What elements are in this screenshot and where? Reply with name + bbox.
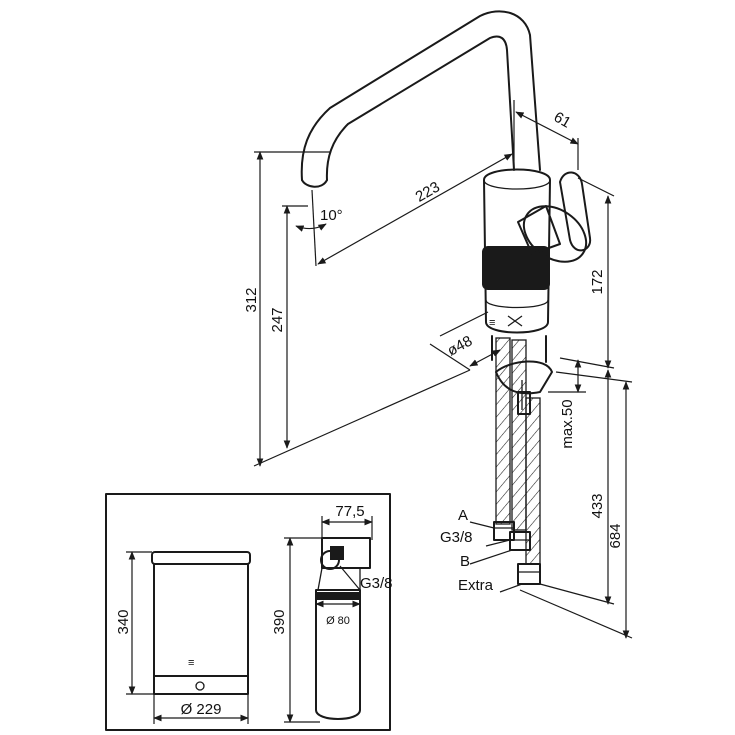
label-spout-angle: 10° bbox=[320, 207, 343, 224]
dimension-filter-height: 390 bbox=[271, 537, 322, 723]
dimension-body-height: 172 bbox=[559, 177, 615, 369]
label-height-spout: 247 bbox=[269, 307, 286, 332]
hose-b bbox=[511, 339, 527, 531]
connector-b bbox=[509, 531, 531, 551]
label-body-height: 172 bbox=[589, 269, 606, 294]
inset-frame bbox=[105, 493, 391, 731]
dimension-filter-thread: G3/8 bbox=[339, 565, 393, 592]
label-handle-offset: 61 bbox=[551, 109, 574, 132]
inset-panel: ≡ 340 Ø 229 77,5 bbox=[105, 493, 393, 731]
label-tank-height: 340 bbox=[115, 609, 132, 634]
label-connection-thread: G3/8 bbox=[440, 529, 473, 546]
dimension-tank-diameter: Ø 229 bbox=[153, 694, 249, 724]
label-total-length: 684 bbox=[607, 523, 624, 548]
hose-extra bbox=[525, 397, 541, 565]
faucet-spout bbox=[300, 10, 541, 188]
dimension-tank-height: 340 bbox=[115, 551, 154, 695]
dimension-hose-length: 433 bbox=[539, 369, 615, 605]
dimension-handle-offset: 61 bbox=[515, 109, 579, 170]
dimension-height-spout: 247 bbox=[269, 205, 308, 449]
tank-drawing: ≡ bbox=[151, 551, 251, 695]
faucet-mount bbox=[491, 335, 553, 585]
label-body-diameter: ø48 bbox=[444, 332, 475, 359]
dimension-filter-width: 77,5 bbox=[321, 503, 373, 540]
connector-extra bbox=[517, 563, 541, 585]
label-filter-diameter: Ø 80 bbox=[326, 615, 350, 627]
label-connection-b: B bbox=[460, 553, 470, 570]
faucet-handle bbox=[517, 171, 592, 263]
label-filter-height: 390 bbox=[271, 609, 288, 634]
label-filter-thread: G3/8 bbox=[360, 575, 393, 592]
label-height-total: 312 bbox=[243, 287, 260, 312]
faucet-drawing: ≡ bbox=[243, 10, 633, 639]
tank-brand-mark: ≡ bbox=[188, 657, 194, 669]
filter-drawing bbox=[315, 537, 371, 720]
dimension-max-thickness: max.50 bbox=[548, 359, 586, 449]
label-reach: 223 bbox=[413, 178, 443, 205]
hose-a bbox=[495, 337, 511, 525]
dimension-height-total: 312 bbox=[243, 151, 471, 467]
brand-mark: ≡ bbox=[489, 317, 495, 329]
connection-labels: A G3/8 B Extra bbox=[440, 507, 523, 594]
label-filter-width: 77,5 bbox=[335, 503, 364, 520]
label-connection-a: A bbox=[458, 507, 468, 524]
label-max-thickness: max.50 bbox=[559, 399, 576, 448]
label-tank-diameter: Ø 229 bbox=[181, 701, 222, 718]
label-hose-length: 433 bbox=[589, 493, 606, 518]
dimension-filter-diameter: Ø 80 bbox=[315, 600, 361, 627]
faucet-body: ≡ bbox=[482, 168, 592, 334]
dimension-total-length: 684 bbox=[519, 371, 633, 639]
label-connection-extra: Extra bbox=[458, 577, 494, 594]
